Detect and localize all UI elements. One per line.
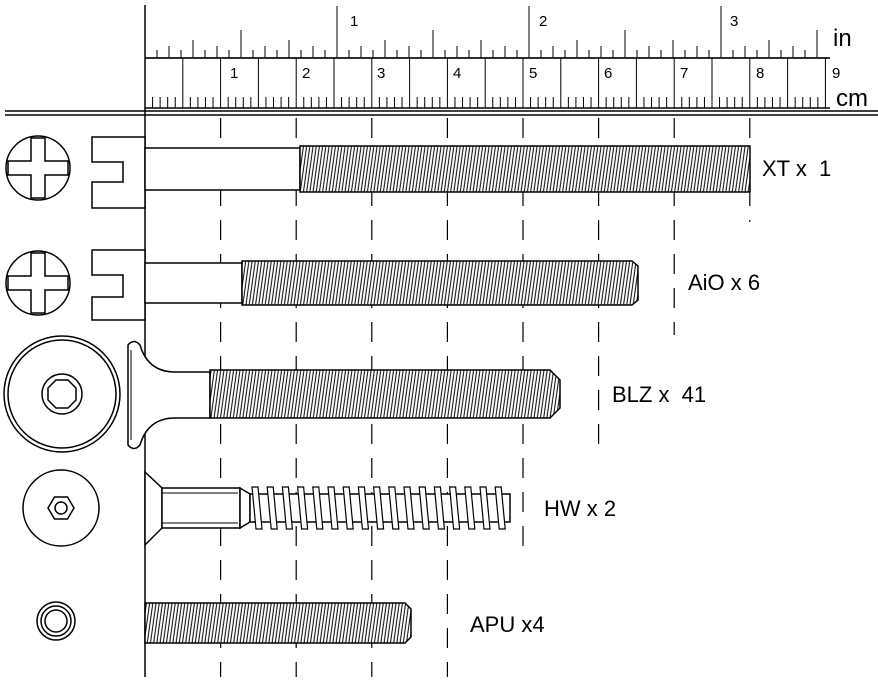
- cm-number: 9: [832, 65, 840, 82]
- thread-ridge: [372, 486, 385, 530]
- cross-head-side-icon: [91, 136, 146, 209]
- thread-ridge: [464, 486, 476, 530]
- cm-number: 5: [529, 65, 537, 82]
- thread-ridge: [357, 486, 370, 530]
- thread-ridge: [494, 486, 506, 530]
- inch-number: 1: [350, 13, 358, 30]
- cm-number: 8: [756, 65, 764, 82]
- thread-ridge: [418, 486, 430, 530]
- cross-head-side-icon: [91, 249, 146, 321]
- screw-xt: [144, 145, 751, 193]
- cross-head-icon: [5, 250, 71, 316]
- screw-hw: [144, 470, 511, 547]
- screw-apu: [144, 602, 412, 644]
- thread-ridge: [251, 486, 263, 530]
- screw-bodies: [127, 145, 751, 644]
- screw-label-xt: XT x 1: [762, 156, 831, 181]
- screw-label-hw: HW x 2: [544, 496, 616, 521]
- headless-ring-icon: [36, 601, 76, 641]
- hex-socket-round-head-icon: [3, 335, 121, 453]
- ruler-labels: 1 2 3 in 1 2 3 4 5 6 7 8 9 cm: [230, 13, 868, 112]
- thread-ridge: [281, 486, 294, 530]
- thread-ridge: [433, 486, 446, 530]
- ruler: [5, 5, 878, 677]
- screw-label-aio: AiO x 6: [688, 270, 760, 295]
- thread-ridge: [388, 486, 400, 530]
- thread-ridge: [342, 486, 354, 530]
- thread-ridge: [479, 486, 491, 530]
- cm-number: 7: [680, 65, 688, 82]
- thread-ridge: [296, 486, 309, 530]
- screw-aio: [144, 260, 639, 306]
- cm-unit-label: cm: [836, 85, 868, 112]
- screw-label-apu: APU x4: [470, 612, 545, 637]
- inch-unit-label: in: [833, 25, 852, 52]
- thread-ridge: [327, 486, 339, 530]
- cm-number: 2: [302, 65, 310, 82]
- cm-number: 3: [377, 65, 385, 82]
- thread-ridge: [448, 486, 461, 530]
- inch-number: 3: [730, 13, 738, 30]
- cm-ticks: [144, 58, 826, 108]
- cross-head-icon: [5, 135, 71, 201]
- screw-blz: [127, 340, 561, 450]
- inch-number: 2: [539, 13, 547, 30]
- screw-label-blz: BLZ x 41: [612, 382, 706, 407]
- hw-thread-ridges: [251, 486, 506, 530]
- head-icons: [3, 135, 146, 641]
- cm-number: 1: [230, 65, 238, 82]
- cm-number: 4: [453, 65, 461, 82]
- hex-socket-countersunk-icon: [22, 469, 100, 547]
- thread-ridge: [403, 486, 415, 530]
- thread-ridge: [266, 486, 278, 530]
- inch-ticks: [144, 6, 818, 58]
- screw-labels: XT x 1 AiO x 6 BLZ x 41 HW x 2 APU x4: [470, 156, 831, 637]
- cm-number: 6: [604, 65, 612, 82]
- thread-ridge: [312, 486, 324, 530]
